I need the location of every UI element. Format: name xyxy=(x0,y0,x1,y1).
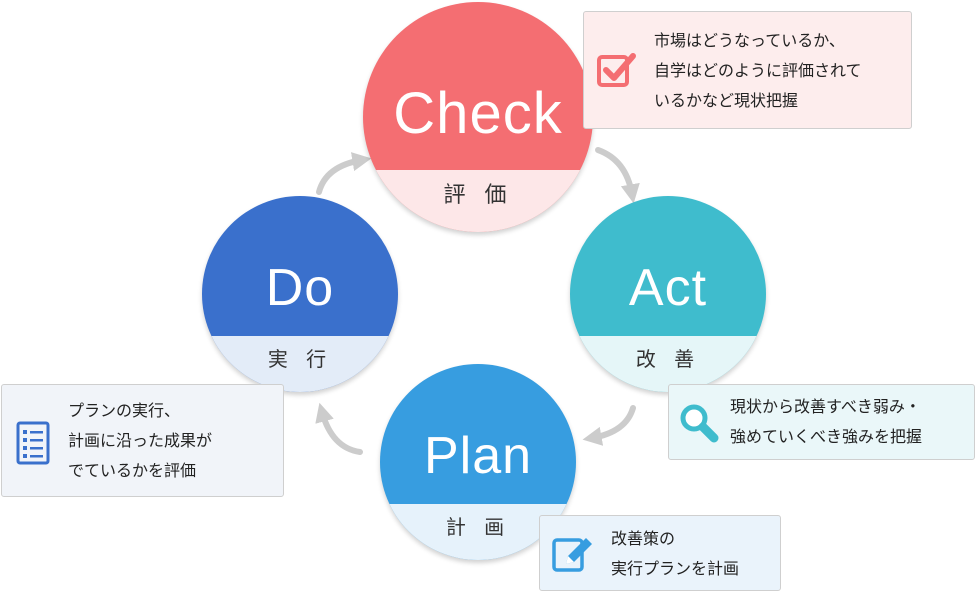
magnifier-icon xyxy=(679,403,721,453)
do-note: プランの実行、 計画に沿った成果が でているかを評価 xyxy=(1,384,284,497)
arrow-plan-to-do xyxy=(315,402,363,455)
checklist-icon xyxy=(16,421,50,475)
do-note-line: 計画に沿った成果が xyxy=(68,431,213,450)
check-subtitle: 評 価 xyxy=(363,170,593,232)
do-subtitle: 実 行 xyxy=(202,336,398,392)
plan-title: Plan xyxy=(423,427,533,485)
check-title: Check xyxy=(393,81,563,146)
plan-note: 改善策の 実行プランを計画 xyxy=(539,515,781,591)
check-note: 市場はどうなっているか、 自学はどのように評価されて いるかなど現状把握 xyxy=(583,11,912,129)
act-note-line: 現状から改善すべき弱み・ xyxy=(730,397,921,416)
check-circle: Check 評 価 xyxy=(363,2,593,232)
act-note: 現状から改善すべき弱み・ 強めていくべき強みを把握 xyxy=(668,384,975,460)
act-note-line: 強めていくべき強みを把握 xyxy=(730,427,923,446)
check-note-line: いるかなど現状把握 xyxy=(654,91,799,110)
plan-note-line: 実行プランを計画 xyxy=(611,559,740,578)
act-title: Act xyxy=(628,259,708,317)
arrow-check-to-act xyxy=(595,147,640,204)
pencil-icon xyxy=(552,534,596,586)
plan-note-line: 改善策の xyxy=(611,529,676,548)
do-note-line: プランの実行、 xyxy=(68,401,181,420)
check-note-line: 自学はどのように評価されて xyxy=(654,61,862,80)
checkbox-icon xyxy=(596,50,638,102)
do-note-line: でているかを評価 xyxy=(68,461,197,480)
do-title: Do xyxy=(265,259,335,317)
check-note-line: 市場はどうなっているか、 xyxy=(654,31,845,50)
arrow-act-to-plan xyxy=(582,405,636,446)
act-subtitle: 改 善 xyxy=(570,336,766,392)
do-circle: Do 実 行 xyxy=(202,196,398,392)
act-circle: Act 改 善 xyxy=(570,196,766,392)
arrow-do-to-check xyxy=(316,152,372,195)
